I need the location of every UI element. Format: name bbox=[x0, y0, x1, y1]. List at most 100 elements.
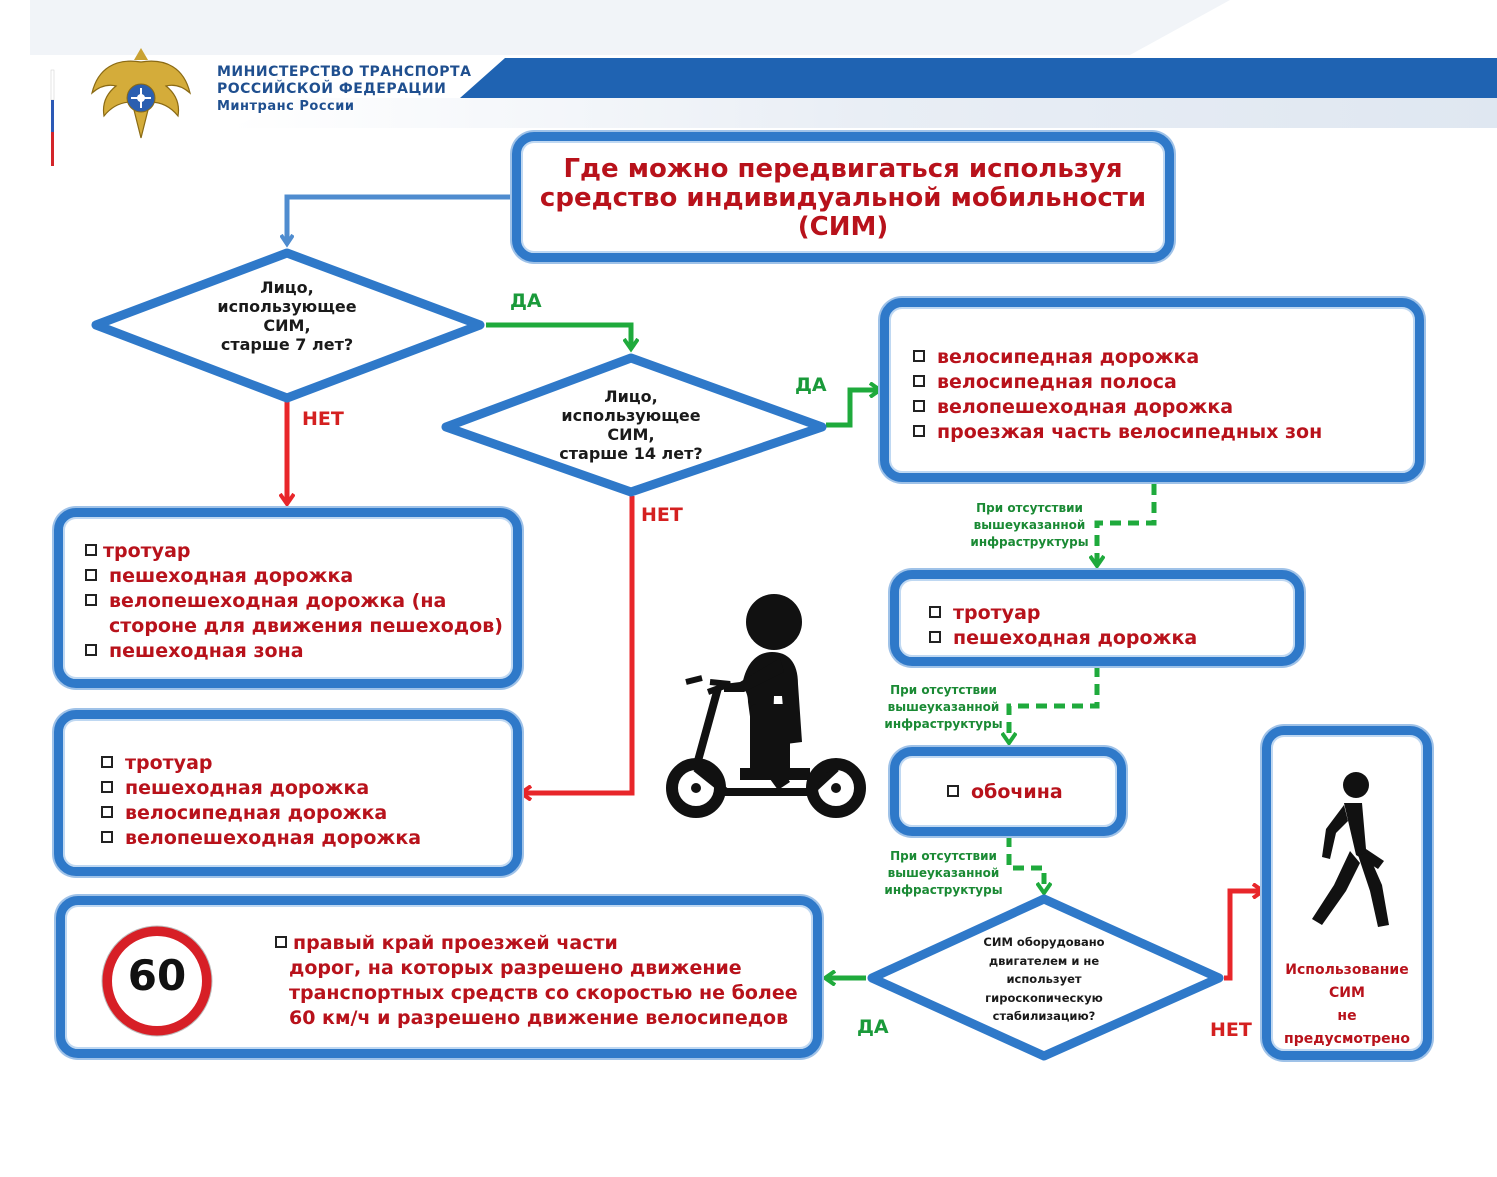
arrow-fallback-2 bbox=[1009, 666, 1100, 742]
not-permitted-line1: Использование bbox=[1285, 962, 1409, 978]
road-line4: 60 км/ч и разрешено движение велосипедов bbox=[289, 1007, 789, 1029]
decision3-text: СИМ оборудовано двигателем и не использу… bbox=[964, 933, 1124, 1026]
list-item: проезжая часть велосипедных зон bbox=[913, 420, 1322, 445]
over14-list: велосипедная дорожка велосипедная полоса… bbox=[913, 345, 1322, 445]
checkbox-icon bbox=[929, 631, 941, 643]
checkbox-icon bbox=[85, 544, 97, 556]
list-item: стороне для движения пешеходов) bbox=[109, 615, 503, 637]
sidewalk-list: тротуар пешеходная дорожка bbox=[929, 601, 1197, 651]
ministry-emblem-icon bbox=[90, 48, 192, 139]
decision1-line1: Лицо, bbox=[260, 278, 314, 297]
checkbox-icon bbox=[929, 606, 941, 618]
road-text: правый край проезжей части дорог, на кот… bbox=[275, 931, 798, 1031]
decision2-line3: СИМ, bbox=[607, 425, 655, 444]
list-item: велопешеходная дорожка bbox=[913, 395, 1322, 420]
not-permitted-line2: СИМ bbox=[1329, 985, 1365, 1001]
decision2-yes-label: ДА bbox=[795, 374, 827, 396]
arrow-title-to-decision1 bbox=[287, 194, 512, 243]
title-line2: средство индивидуальной мобильности bbox=[539, 183, 1147, 213]
checkbox-icon bbox=[85, 569, 97, 581]
checkbox-icon bbox=[85, 644, 97, 656]
list-item: тротуар bbox=[85, 539, 503, 564]
ministry-name: МИНИСТЕРСТВО ТРАНСПОРТА РОССИЙСКОЙ ФЕДЕР… bbox=[217, 64, 471, 115]
decision1-line4: старше 7 лет? bbox=[220, 335, 354, 354]
not-permitted-text: Использование СИМ не предусмотрено bbox=[1271, 959, 1423, 1051]
title-line3: (СИМ) bbox=[797, 212, 889, 242]
pedestrian-icon bbox=[1312, 772, 1389, 927]
decision2-line2: использующее bbox=[561, 406, 701, 425]
decision3-yes-label: ДА bbox=[857, 1016, 889, 1038]
list-item: велосипедная дорожка bbox=[913, 345, 1322, 370]
checkbox-icon bbox=[913, 400, 925, 412]
header-blue-band bbox=[460, 58, 1497, 98]
list-item: пешеходная дорожка bbox=[929, 626, 1197, 651]
decision3-line2: двигателем и не bbox=[988, 953, 1100, 968]
checkbox-icon bbox=[913, 350, 925, 362]
scooter-rider-icon bbox=[666, 594, 866, 818]
not-permitted-line3: не bbox=[1337, 1008, 1357, 1024]
decision3-line1: СИМ оборудовано bbox=[983, 935, 1105, 949]
decision3-no-label: НЕТ bbox=[1210, 1019, 1252, 1041]
decision1-line3: СИМ, bbox=[263, 316, 311, 335]
title-text: Где можно передвигаться используя средст… bbox=[521, 155, 1165, 242]
shoulder-list: обочина bbox=[947, 780, 1063, 805]
list-item: тротуар bbox=[929, 601, 1197, 626]
list-item: велосипедная дорожка bbox=[101, 801, 421, 826]
decision2-diamond bbox=[441, 353, 827, 497]
decision1-no-label: НЕТ bbox=[302, 408, 344, 430]
list-item: велопешеходная дорожка bbox=[101, 826, 421, 851]
checkbox-icon bbox=[101, 781, 113, 793]
list-item: велосипедная полоса bbox=[913, 370, 1322, 395]
checkbox-icon bbox=[101, 831, 113, 843]
box-sidewalk: тротуар пешеходная дорожка bbox=[890, 570, 1304, 666]
arrow-fallback-3 bbox=[1006, 836, 1044, 892]
road-line2: дорог, на которых разрешено движение bbox=[289, 957, 742, 979]
speed-limit-sign-icon bbox=[101, 925, 213, 1037]
road-line1: правый край проезжей части bbox=[275, 931, 798, 956]
arrow-fallback-1 bbox=[1097, 484, 1157, 565]
decision1-yes-label: ДА bbox=[510, 290, 542, 312]
decision2-line1: Лицо, bbox=[604, 387, 658, 406]
box-shoulder: обочина bbox=[890, 747, 1126, 836]
ministry-line1: МИНИСТЕРСТВО ТРАНСПОРТА bbox=[217, 64, 472, 80]
list-item: пешеходная дорожка bbox=[85, 564, 503, 589]
ministry-short: Минтранс России bbox=[217, 99, 355, 114]
decision1-line2: использующее bbox=[217, 297, 357, 316]
arrow-decision1-yes bbox=[486, 322, 631, 348]
decision2-text: Лицо, использующее СИМ, старше 14 лет? bbox=[531, 387, 731, 463]
checkbox-icon bbox=[85, 594, 97, 606]
speed-limit-value: 60 bbox=[127, 951, 187, 1000]
box-under-7: тротуар пешеходная дорожка велопешеходна… bbox=[54, 508, 522, 688]
road-line3: транспортных средств со скоростью не бол… bbox=[289, 982, 798, 1004]
list-item: велопешеходная дорожка (на bbox=[85, 589, 503, 614]
box-not-permitted: Использование СИМ не предусмотрено bbox=[1262, 726, 1432, 1060]
decision2-line4: старше 14 лет? bbox=[559, 444, 703, 463]
decision1-diamond bbox=[91, 248, 485, 403]
decision2-no-label: НЕТ bbox=[641, 504, 683, 526]
arrow-decision2-no bbox=[522, 496, 635, 793]
7to14-list: тротуар пешеходная дорожка велосипедная … bbox=[101, 751, 421, 851]
checkbox-icon bbox=[101, 806, 113, 818]
decision3-line3: использует bbox=[1006, 972, 1082, 986]
checkbox-icon bbox=[275, 936, 287, 948]
arrow-decision2-yes bbox=[826, 390, 879, 428]
decision3-diamond bbox=[867, 894, 1224, 1061]
decision3-line4: гироскопическую bbox=[985, 990, 1103, 1005]
ministry-line2: РОССИЙСКОЙ ФЕДЕРАЦИИ bbox=[217, 81, 447, 97]
header-light-band bbox=[30, 0, 1230, 55]
checkbox-icon bbox=[101, 756, 113, 768]
checkbox-icon bbox=[913, 425, 925, 437]
not-permitted-line4: предусмотрено bbox=[1284, 1031, 1410, 1047]
arrow-decision3-no bbox=[1224, 891, 1262, 981]
title-box: Где можно передвигаться используя средст… bbox=[512, 132, 1174, 262]
title-line1: Где можно передвигаться используя bbox=[563, 154, 1123, 184]
list-item: обочина bbox=[947, 780, 1063, 805]
list-item: пешеходная дорожка bbox=[101, 776, 421, 801]
checkbox-icon bbox=[947, 785, 959, 797]
list-item: тротуар bbox=[101, 751, 421, 776]
header-gray-band bbox=[230, 98, 1497, 128]
